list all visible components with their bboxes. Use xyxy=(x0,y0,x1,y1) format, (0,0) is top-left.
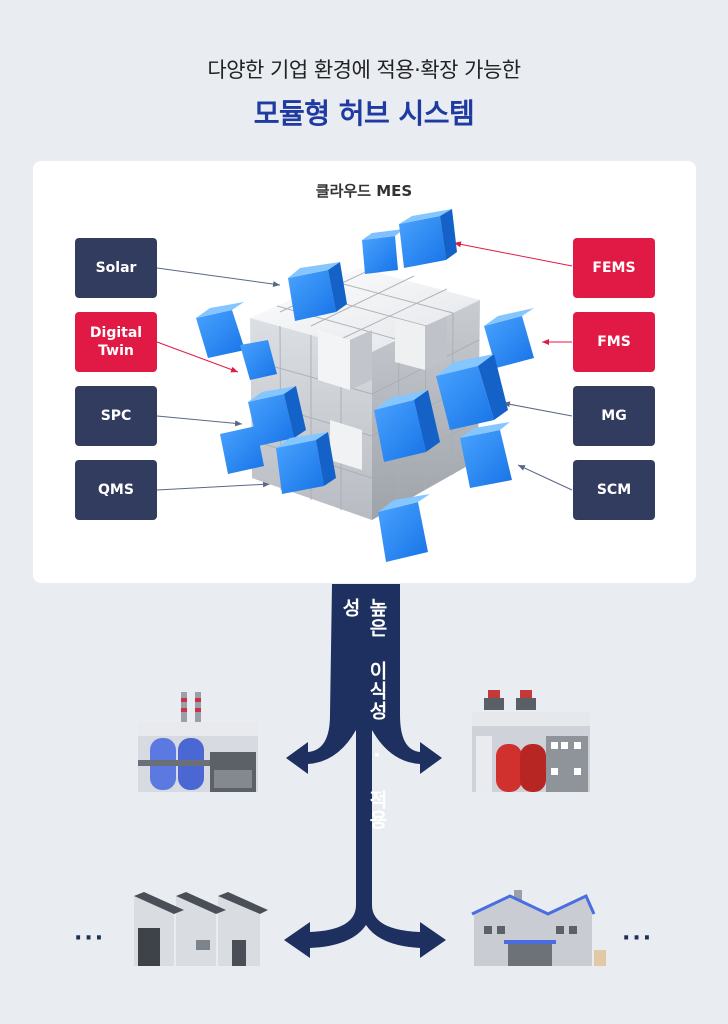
arrow-spc xyxy=(156,415,243,427)
factory-red-tanks-icon xyxy=(472,690,590,792)
blue-cubes xyxy=(196,209,534,562)
module-digital-twin: Digital Twin xyxy=(75,312,157,372)
arrow-fems xyxy=(453,241,573,267)
panel-title: 클라우드 MES xyxy=(315,182,413,200)
arrow-digital-twin xyxy=(156,341,239,373)
arrow-solar xyxy=(156,267,281,288)
module-spc: SPC xyxy=(75,386,157,446)
module-fms: FMS xyxy=(573,312,655,372)
ellipsis-right: ··· xyxy=(622,926,654,951)
module-mg: MG xyxy=(573,386,655,446)
module-solar: Solar xyxy=(75,238,157,298)
factory-sawtooth-icon xyxy=(134,892,268,966)
factory-warehouse-icon xyxy=(471,890,606,966)
page-title: 모듈형 허브 시스템 xyxy=(253,97,475,130)
flow-label: 높은 이식성 · 적용성 xyxy=(339,598,388,830)
arrow-scm xyxy=(517,464,573,491)
module-fems: FEMS xyxy=(573,238,655,298)
ellipsis-left: ··· xyxy=(74,926,106,951)
factory-blue-tanks-icon xyxy=(138,692,258,792)
module-qms: QMS xyxy=(75,460,157,520)
arrow-qms xyxy=(156,481,271,491)
module-scm: SCM xyxy=(573,460,655,520)
arrow-mg xyxy=(502,401,573,417)
page-subtitle: 다양한 기업 환경에 적용·확장 가능한 xyxy=(207,58,521,82)
